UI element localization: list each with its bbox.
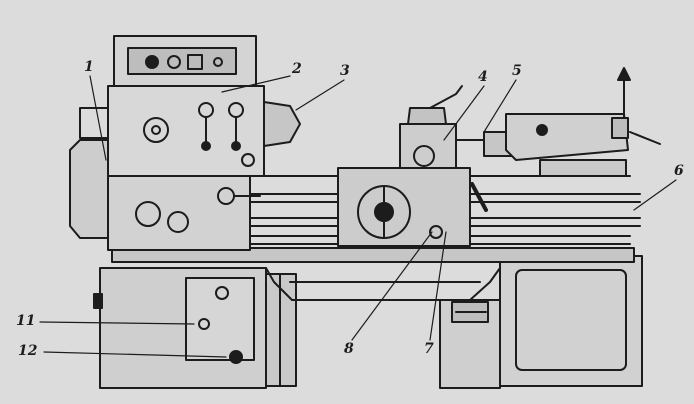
callout-4: 4 xyxy=(478,69,488,85)
callout-1: 1 xyxy=(84,59,94,75)
callout-3: 3 xyxy=(340,63,350,79)
callout-11: 11 xyxy=(16,313,36,329)
callout-2: 2 xyxy=(292,61,302,77)
callout-5: 5 xyxy=(512,63,522,79)
callout-8: 8 xyxy=(344,341,354,357)
apron xyxy=(337,167,488,247)
callout-12: 12 xyxy=(18,343,38,359)
leader-lines xyxy=(39,75,677,358)
callout-6: 6 xyxy=(674,163,684,179)
tailstock xyxy=(505,67,661,177)
callout-7: 7 xyxy=(424,341,434,357)
headstock xyxy=(79,35,301,177)
tool-post xyxy=(399,85,515,169)
gearbox xyxy=(69,139,261,251)
right-pedestal xyxy=(499,255,643,387)
chip-tray xyxy=(265,267,501,389)
left-pedestal xyxy=(93,267,297,389)
